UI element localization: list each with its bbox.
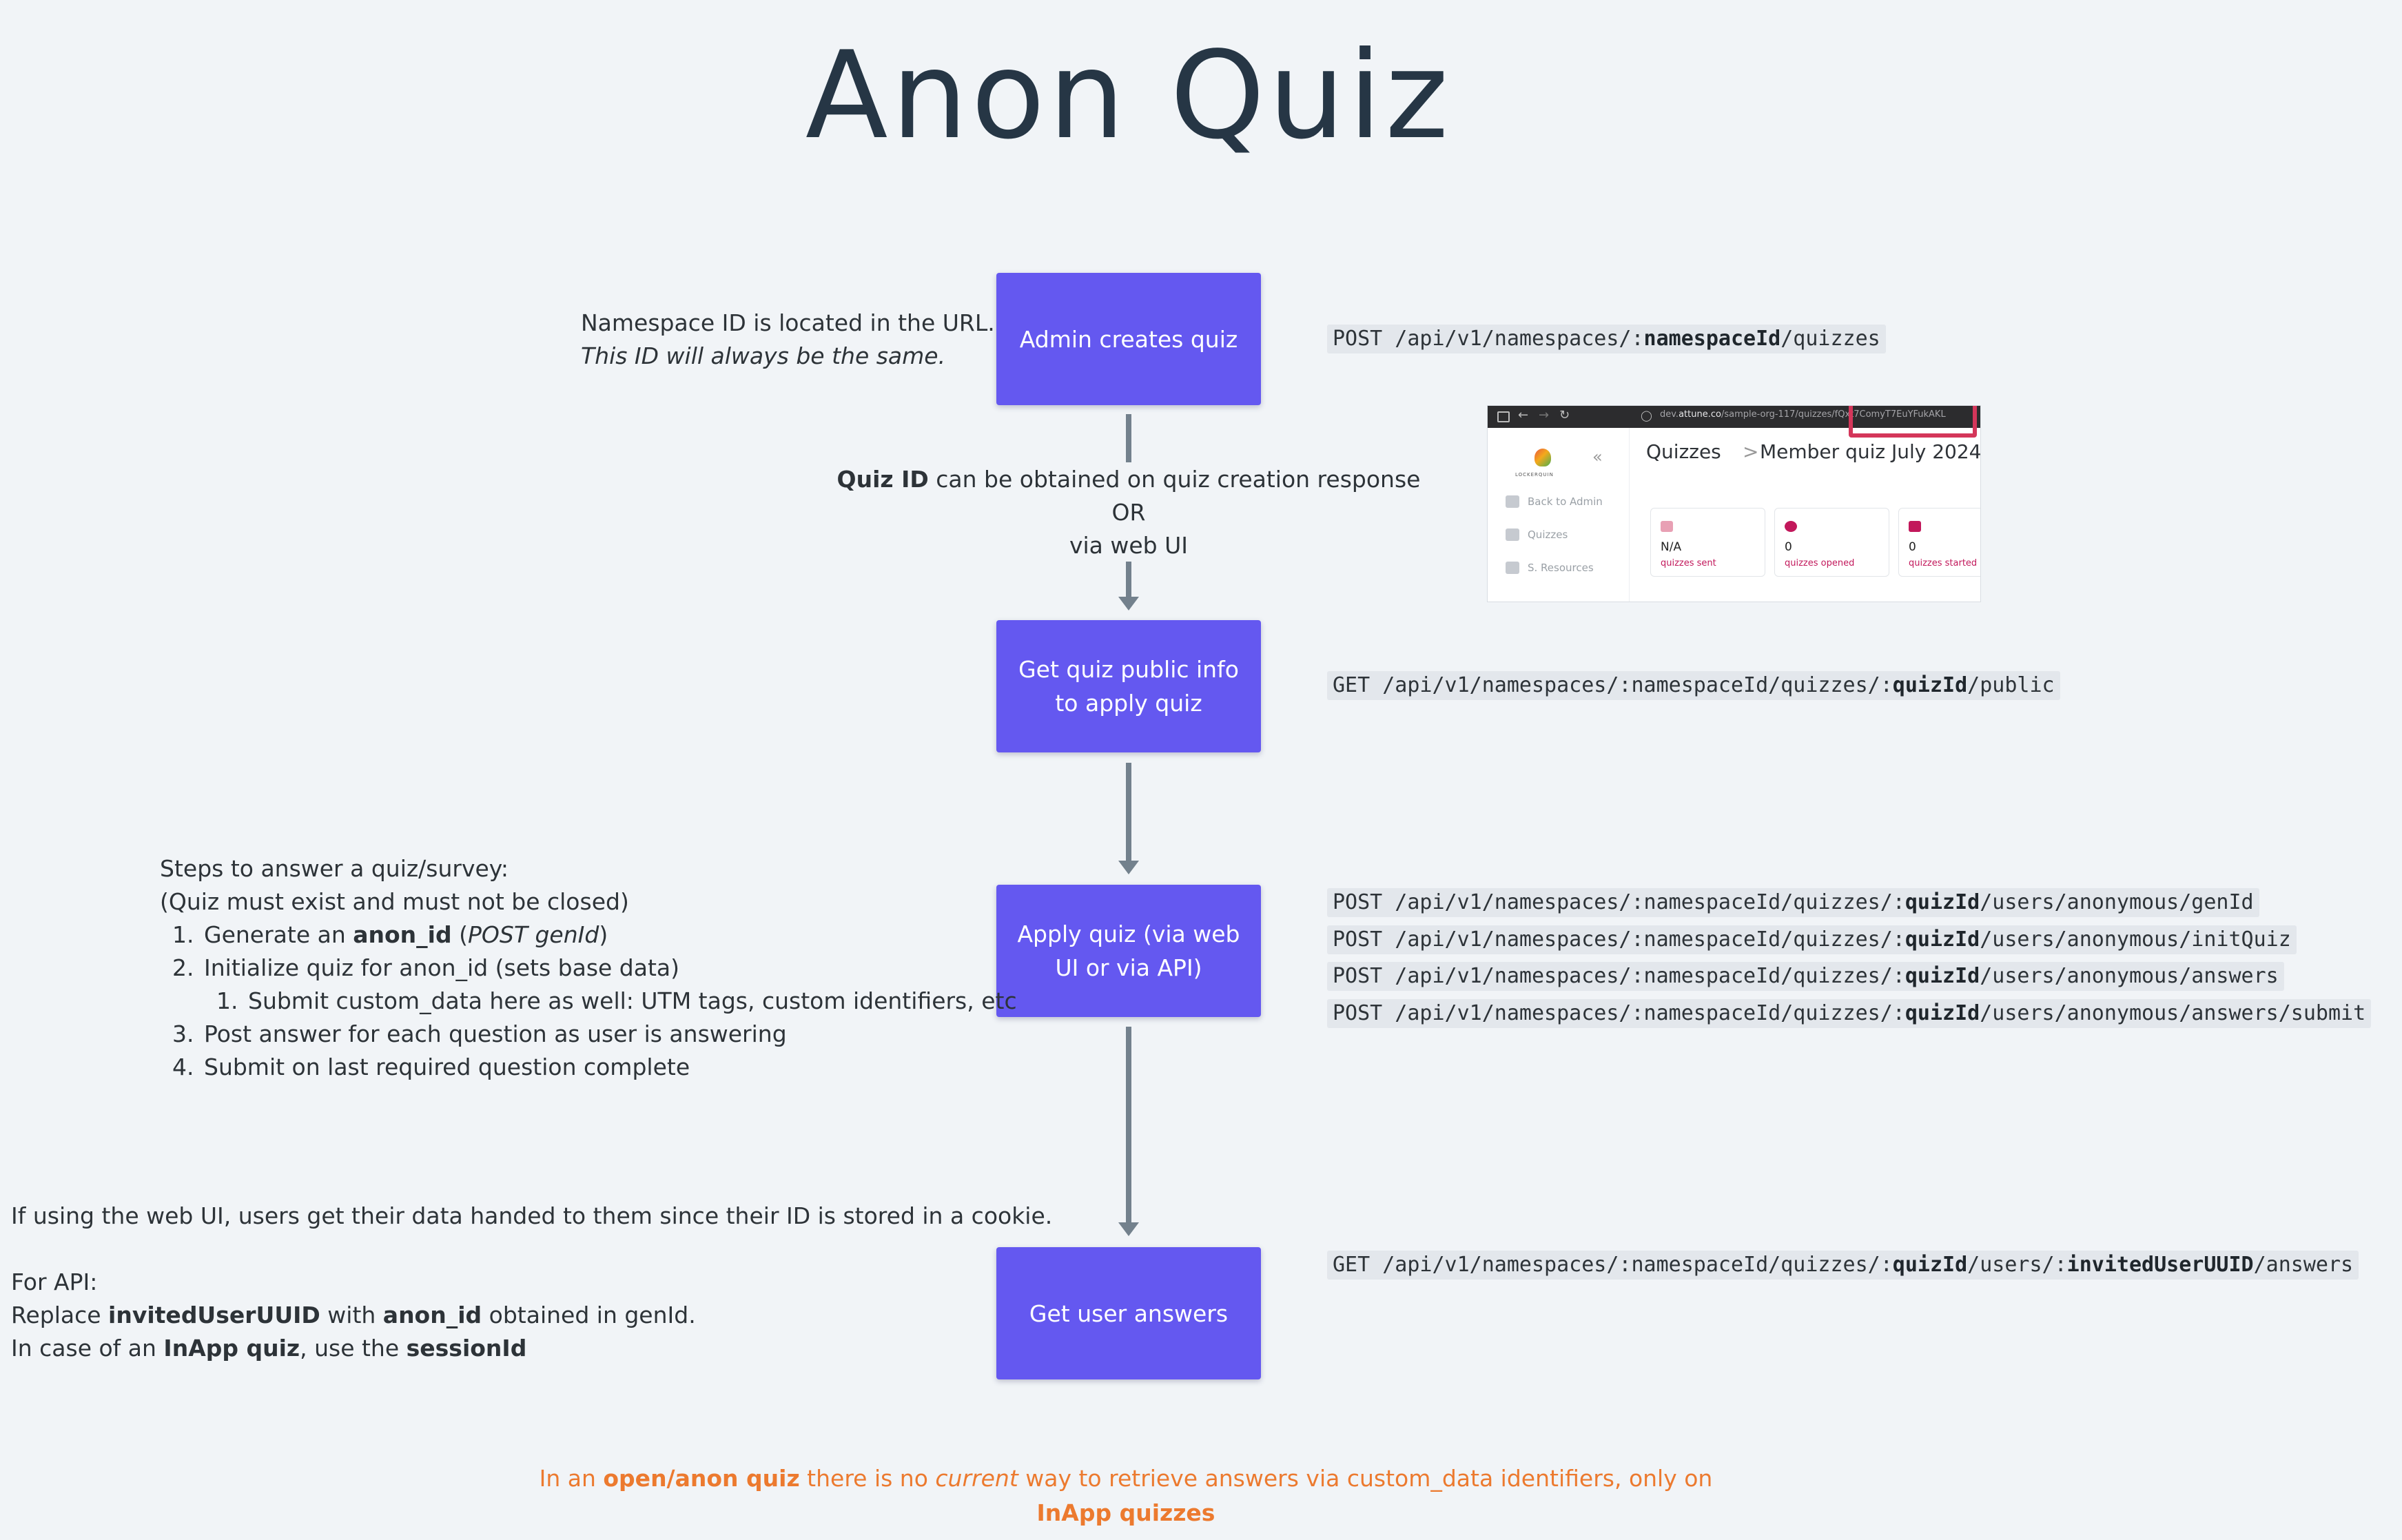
steps-subtitle: (Quiz must exist and must not be closed) xyxy=(160,888,629,915)
web-ui-screenshot: ← → ↻ ◯ dev.attune.co/sample-org-117/qui… xyxy=(1487,405,1981,602)
stat-value: 0 xyxy=(1909,540,1916,554)
stat-card-sent: N/A quizzes sent xyxy=(1650,508,1765,577)
quiz-id-note: Quiz ID can be obtained on quiz creation… xyxy=(813,463,1444,562)
connector-line xyxy=(1126,763,1131,861)
namespace-note: Namespace ID is located in the URL. This… xyxy=(581,307,995,373)
forward-arrow-icon: → xyxy=(1539,408,1550,422)
logo-icon xyxy=(1534,449,1551,466)
browser-toolbar: ← → ↻ ◯ dev.attune.co/sample-org-117/qui… xyxy=(1488,406,1980,428)
or-label: OR xyxy=(1111,499,1146,526)
endpoint-gen-id: POST /api/v1/namespaces/:namespaceId/qui… xyxy=(1327,888,2259,917)
stat-value: 0 xyxy=(1785,540,1792,554)
box-label: Apply quiz (via web UI or via API) xyxy=(1017,921,1240,981)
answers-note: If using the web UI, users get their dat… xyxy=(11,1200,1052,1365)
square-icon xyxy=(1909,521,1921,532)
replace-note: Replace invitedUserUUID with anon_id obt… xyxy=(11,1302,696,1328)
admin-creates-quiz-box: Admin creates quiz xyxy=(996,273,1261,405)
box-label: Get user answers xyxy=(1029,1300,1229,1327)
url-highlight xyxy=(1849,406,1977,438)
url-text: dev.attune.co/sample-org-117/quizzes/fQx… xyxy=(1660,409,1946,420)
back-arrow-icon: ← xyxy=(1518,408,1529,422)
steps-title: Steps to answer a quiz/survey: xyxy=(160,855,509,882)
warning-note: In an open/anon quiz there is no current… xyxy=(539,1465,1713,1526)
shield-icon: ◯ xyxy=(1641,409,1652,422)
stat-label: quizzes started xyxy=(1909,558,1978,568)
apply-quiz-box: Apply quiz (via web UI or via API) xyxy=(996,885,1261,1017)
app-sidebar: LOCKERQUIN « Back to Admin Quizzes S. Re… xyxy=(1488,428,1630,602)
arrow-head xyxy=(1118,1222,1139,1236)
connector-line xyxy=(1126,562,1131,598)
reload-icon: ↻ xyxy=(1559,408,1570,422)
endpoint-answers-submit: POST /api/v1/namespaces/:namespaceId/qui… xyxy=(1327,999,2372,1028)
box-label: Get quiz public info to apply quiz xyxy=(1018,656,1239,717)
quizzes-icon xyxy=(1506,528,1519,541)
arrow-head xyxy=(1118,597,1139,610)
connector-line xyxy=(1126,1027,1131,1222)
endpoint-answers: POST /api/v1/namespaces/:namespaceId/qui… xyxy=(1327,962,2284,991)
via-web-label: via web UI xyxy=(1069,532,1189,559)
back-icon xyxy=(1506,495,1519,508)
quiz-id-label: Quiz ID xyxy=(836,466,929,493)
endpoint-init-quiz: POST /api/v1/namespaces/:namespaceId/qui… xyxy=(1327,925,2297,954)
namespace-note-line1: Namespace ID is located in the URL. xyxy=(581,309,995,336)
stat-label: quizzes sent xyxy=(1661,558,1716,568)
breadcrumb-separator: > xyxy=(1743,440,1759,463)
step-2-1: 1.Submit custom_data here as well: UTM t… xyxy=(216,987,1017,1014)
logo-text: LOCKERQUIN xyxy=(1515,472,1554,478)
sidebar-item-back: Back to Admin xyxy=(1528,495,1603,508)
get-quiz-public-info-box: Get quiz public info to apply quiz xyxy=(996,620,1261,752)
sidebar-item-resources: S. Resources xyxy=(1528,562,1594,574)
resources-icon xyxy=(1506,562,1519,574)
step-4: 4.Submit on last required question compl… xyxy=(172,1054,690,1080)
quiz-id-text: can be obtained on quiz creation respons… xyxy=(928,466,1421,493)
sidebar-item-quizzes: Quizzes xyxy=(1528,528,1568,541)
arrow-head xyxy=(1118,861,1139,874)
endpoint-create-quiz: POST /api/v1/namespaces/:namespaceId/qui… xyxy=(1327,325,1886,353)
for-api-label: For API: xyxy=(11,1269,98,1295)
box-label: Admin creates quiz xyxy=(1019,325,1238,353)
step-2: 2.Initialize quiz for anon_id (sets base… xyxy=(172,954,680,981)
endpoint-quiz-public: GET /api/v1/namespaces/:namespaceId/quiz… xyxy=(1327,671,2060,700)
step-3: 3.Post answer for each question as user … xyxy=(172,1020,787,1047)
stat-value: N/A xyxy=(1661,540,1682,554)
sidebar-toggle-icon xyxy=(1497,411,1510,422)
breadcrumb-quizzes: Quizzes xyxy=(1646,440,1721,463)
namespace-note-line2: This ID will always be the same. xyxy=(581,342,946,369)
stat-card-opened: 0 quizzes opened xyxy=(1774,508,1889,577)
envelope-icon xyxy=(1661,521,1673,532)
stat-label: quizzes opened xyxy=(1785,558,1855,568)
steps-list: Steps to answer a quiz/survey: (Quiz mus… xyxy=(160,852,1017,1084)
collapse-icon: « xyxy=(1592,447,1603,466)
connector-line xyxy=(1126,414,1131,462)
page-title: Anon Quiz xyxy=(805,26,1453,166)
endpoint-user-answers: GET /api/v1/namespaces/:namespaceId/quiz… xyxy=(1327,1251,2359,1280)
web-ui-note: If using the web UI, users get their dat… xyxy=(11,1202,1053,1229)
step-1: 1.Generate an anon_id (POST genId) xyxy=(172,921,608,948)
inapp-note: In case of an InApp quiz, use the sessio… xyxy=(11,1335,527,1362)
heart-icon xyxy=(1785,521,1797,532)
get-user-answers-box: Get user answers xyxy=(996,1247,1261,1379)
stat-card-started: 0 quizzes started xyxy=(1898,508,1980,577)
breadcrumb-quiz-name: Member quiz July 2024 xyxy=(1760,440,1981,463)
